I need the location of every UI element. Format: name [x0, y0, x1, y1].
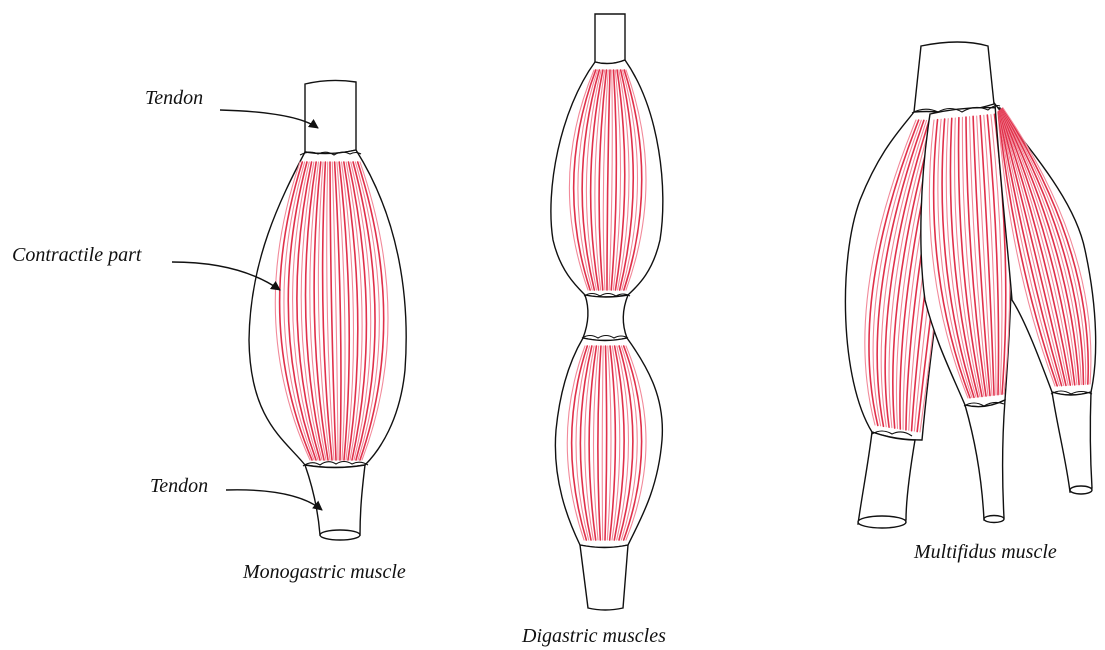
caption-monogastric: Monogastric muscle: [242, 561, 406, 583]
multifidus-right-tendon: [1052, 392, 1092, 492]
multifidus-middle-tendon: [965, 400, 1005, 520]
digastric-top-tendon: [595, 14, 625, 64]
multifidus-middle-tendon-end: [984, 516, 1004, 523]
label-contractile-part: Contractile part: [12, 244, 142, 266]
multifidus-left-tendon-end: [858, 516, 906, 528]
digastric-bottom-tendon: [580, 545, 628, 610]
arrow-tendon-bottom: [226, 490, 322, 510]
multifidus-right-tendon-end: [1070, 486, 1092, 494]
monogastric-bottom-tendon: [305, 465, 365, 535]
digastric-middle-tendon: [583, 295, 628, 341]
arrow-tendon-top: [220, 110, 318, 128]
monogastric-top-tendon: [305, 80, 356, 153]
caption-multifidus: Multifidus muscle: [913, 541, 1057, 563]
monogastric-muscle: [249, 80, 406, 540]
multifidus-left-tendon: [858, 432, 915, 524]
digastric-muscle: [551, 14, 663, 610]
monogastric-tendon-end: [320, 530, 360, 540]
multifidus-muscle: [845, 42, 1095, 528]
multifidus-top-tendon: [914, 42, 994, 113]
label-tendon-top: Tendon: [145, 87, 203, 109]
caption-digastric: Digastric muscles: [521, 625, 666, 647]
label-tendon-bottom: Tendon: [150, 475, 208, 497]
